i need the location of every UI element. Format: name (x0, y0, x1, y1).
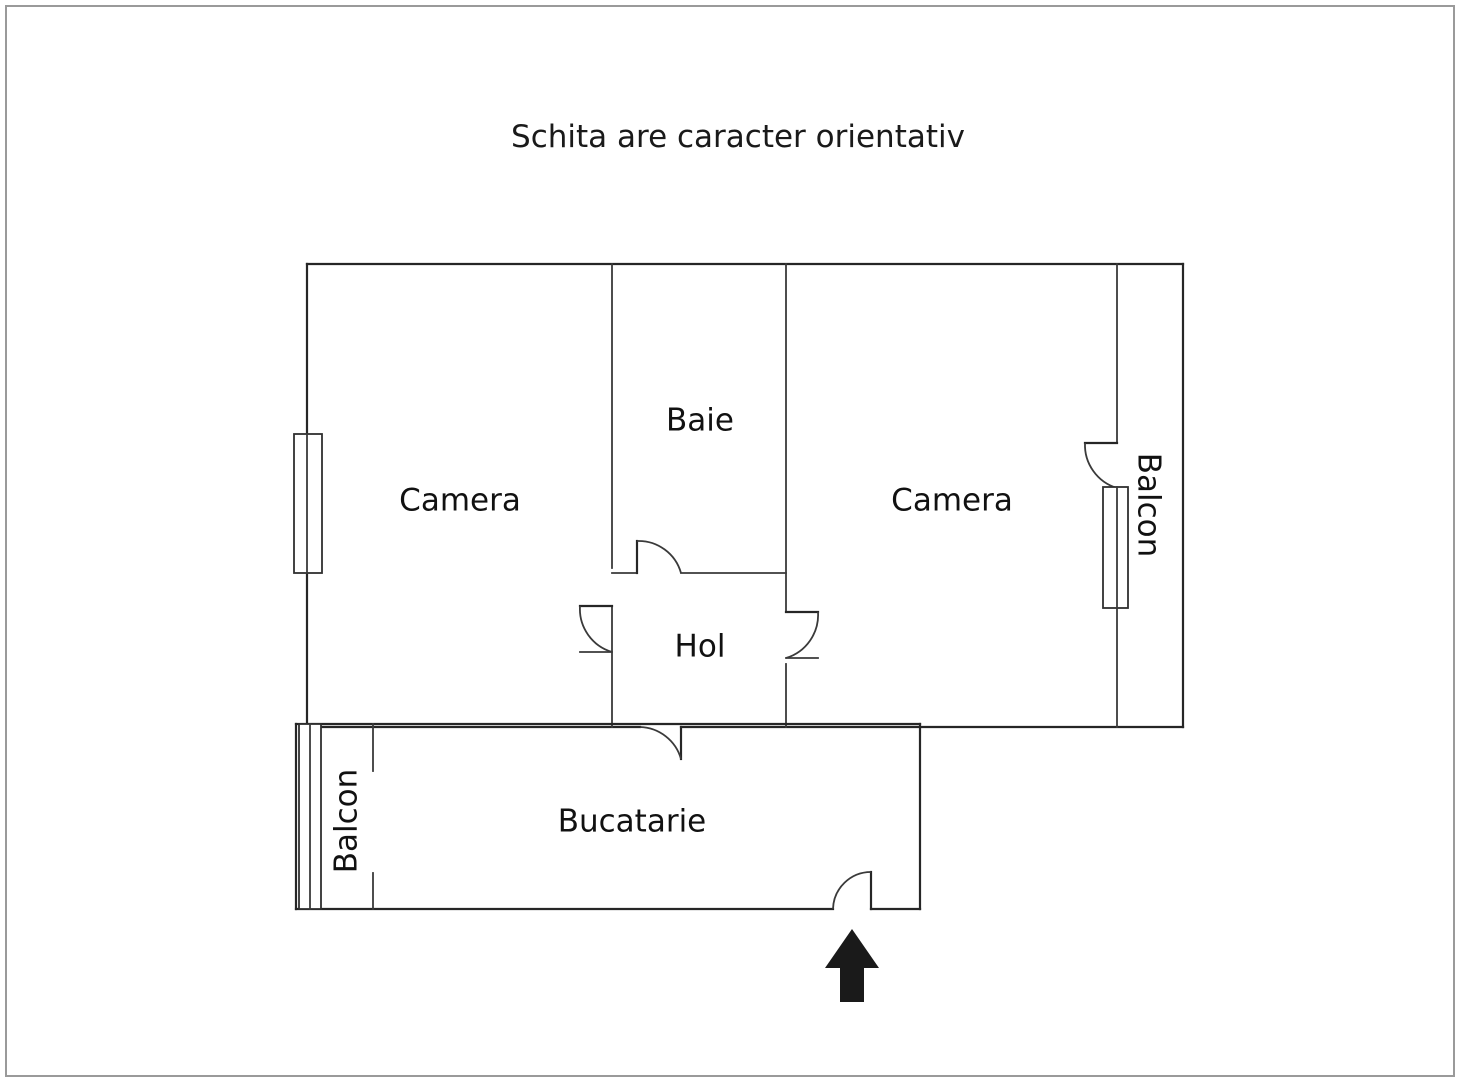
window-balcon-right (1102, 486, 1129, 609)
apartment-outline (305, 262, 1185, 729)
door-arc-hol-south (639, 726, 682, 760)
window-camera-left-group (293, 433, 323, 574)
door-arc-hol-west (579, 605, 613, 653)
balcon-right-group (1083, 441, 1129, 609)
hol-openings (578, 539, 820, 761)
balcon-left-group (298, 723, 374, 910)
room-label-baie: Baie (666, 403, 734, 439)
room-label-camera-left: Camera (399, 483, 521, 519)
entry-arrow (825, 929, 879, 1002)
room-label-balcon-right: Balcon (1131, 453, 1167, 558)
page-title: Schita are caracter orientativ (511, 119, 965, 155)
room-label-hol: Hol (675, 629, 726, 665)
interior-partitions (611, 263, 1118, 728)
door-arc-hol-east (785, 611, 819, 659)
door-arc-baie (636, 540, 682, 574)
door-arc-entry (832, 871, 872, 910)
door-entry-group (832, 870, 873, 911)
window-camera-left (293, 433, 323, 574)
bucatarie-outline (294, 722, 922, 911)
room-label-balcon-left: Balcon (329, 769, 365, 874)
door-arc-balcon-right (1084, 442, 1118, 489)
room-label-bucatarie: Bucatarie (558, 804, 707, 840)
room-label-camera-right: Camera (891, 483, 1013, 519)
